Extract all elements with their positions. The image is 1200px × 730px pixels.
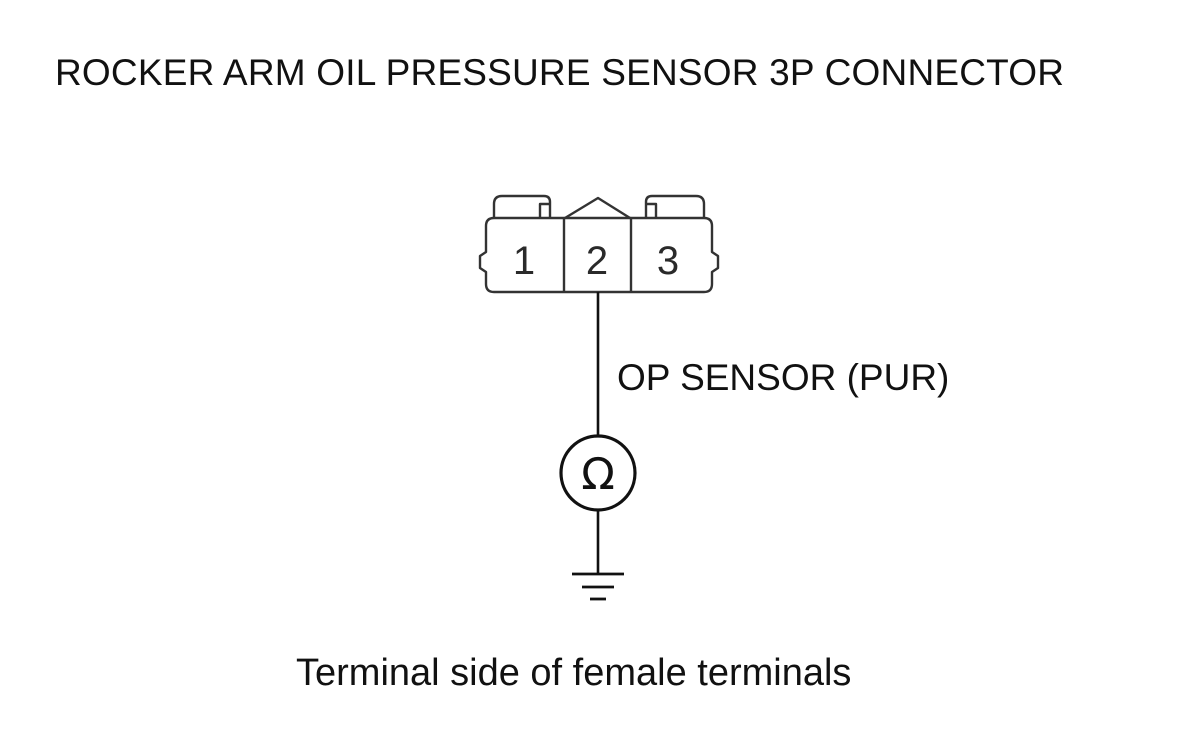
- ground-icon: [572, 572, 624, 601]
- ohmmeter-icon: Ω: [559, 434, 637, 512]
- wire-label: OP SENSOR (PUR): [617, 357, 950, 398]
- diagram-title: ROCKER ARM OIL PRESSURE SENSOR 3P CONNEC…: [55, 52, 1065, 93]
- diagram-caption: Terminal side of female terminals: [296, 652, 852, 694]
- pin-2-label: 2: [586, 239, 608, 283]
- connector-tab-left: [492, 194, 552, 218]
- ohm-symbol: Ω: [581, 449, 615, 500]
- pin-1-label: 1: [513, 239, 535, 283]
- pin-3-label: 3: [657, 239, 679, 283]
- connector-3p: [478, 194, 720, 294]
- connector-outline: [478, 216, 720, 294]
- connector-key: [564, 196, 631, 220]
- connector-tab-right: [644, 194, 706, 218]
